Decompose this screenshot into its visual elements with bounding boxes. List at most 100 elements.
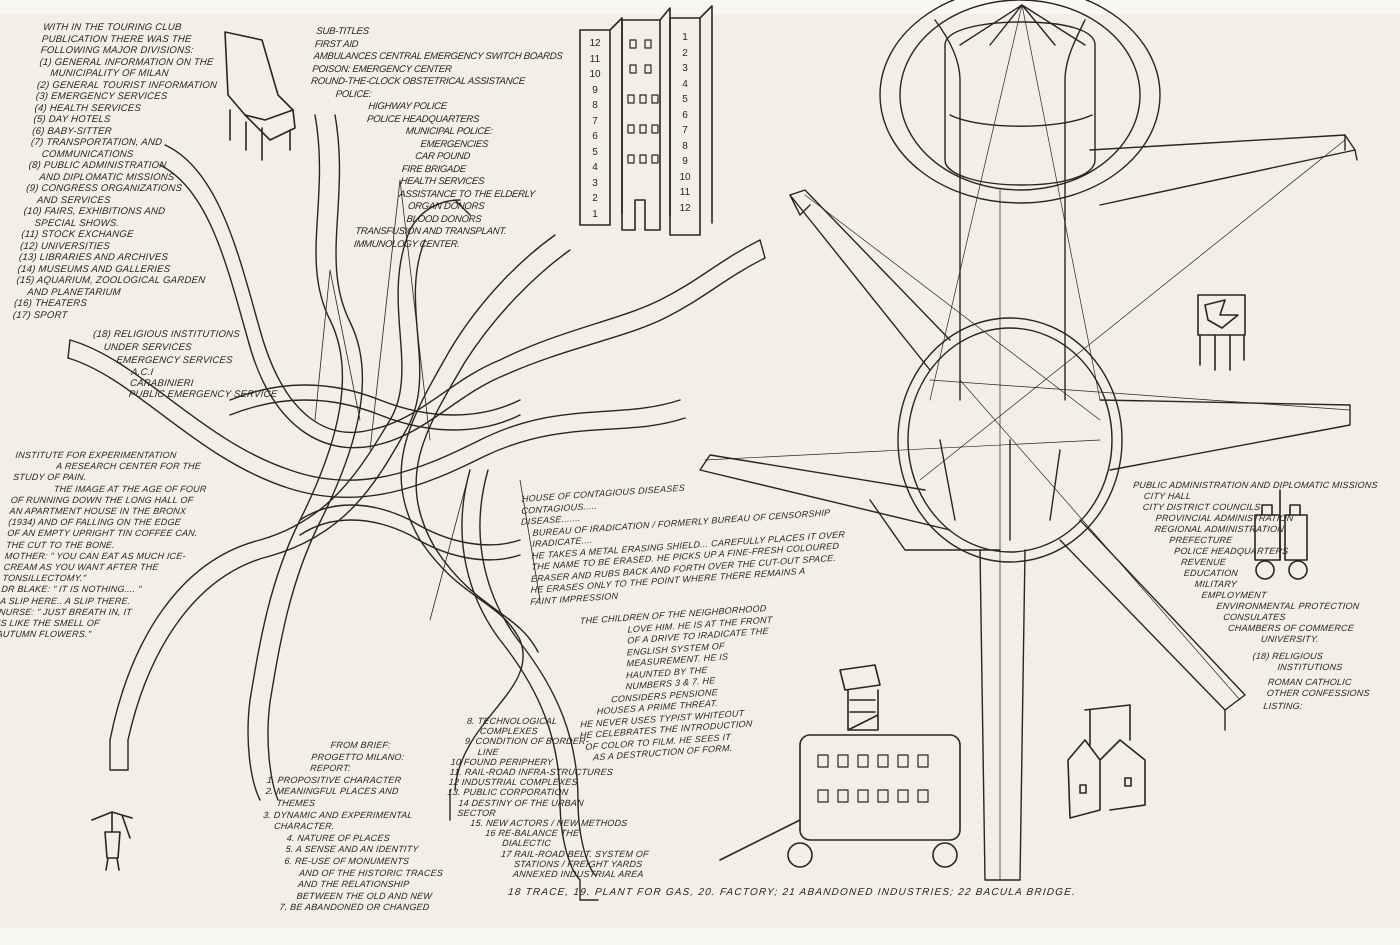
- list-item: (13) LIBRARIES AND ARCHIVES: [18, 252, 169, 263]
- note-line: FIRE BRIGADE: [401, 163, 467, 175]
- board-sketch: [1197, 294, 1246, 371]
- note-line: POLICE:: [335, 88, 373, 100]
- floor-number: 12: [589, 38, 601, 49]
- contagious-notes: HOUSE OF CONTAGIOUS DISEASES CONTAGIOUS.…: [518, 471, 847, 608]
- note-line: ASSISTANCE TO THE ELDERLY: [398, 188, 536, 200]
- note-line: TRANSFUSION AND TRANSPLANT.: [354, 226, 507, 237]
- note-line: ROMAN CATHOLIC: [1267, 677, 1353, 687]
- carriage-building: [719, 664, 961, 868]
- list-item: 3. DYNAMIC AND EXPERIMENTAL: [262, 809, 414, 820]
- list-item: ANNEXED INDUSTRIAL AREA: [512, 869, 645, 880]
- bottom-line-notes: 18 TRACE, 19. PLANT FOR GAS, 20. FACTORY…: [507, 887, 1077, 898]
- numbered-buildings: [579, 5, 713, 236]
- note-line: OF AN EMPTY UPRIGHT TIN COFFEE CAN.: [6, 528, 199, 539]
- list-item: (14) MUSEUMS AND GALLERIES: [17, 263, 171, 275]
- floor-number: 6: [682, 109, 688, 121]
- wavy-bands: [67, 114, 766, 901]
- note-line: IMMUNOLOGY CENTER.: [353, 238, 461, 250]
- list-item: AND DIPLOMATIC MISSIONS: [38, 171, 176, 183]
- floor-number: 2: [682, 47, 688, 59]
- note-line: UNDER SERVICES: [103, 342, 193, 353]
- list-item: SPECIAL SHOWS.: [34, 217, 120, 229]
- note-line: A RESEARCH CENTER FOR THE: [55, 461, 202, 472]
- note-line: A SLIP HERE.. A SLIP THERE.: [0, 595, 131, 606]
- list-item: AND OF THE HISTORIC TRACES: [298, 867, 444, 878]
- note-line: PROGETTO MILANO:: [310, 751, 405, 762]
- note-line: POISON: EMERGENCY CENTER: [311, 63, 453, 75]
- note-line: REGIONAL ADMINISTRATION: [1153, 524, 1285, 534]
- chair-sketch: [224, 31, 296, 161]
- list-item: BETWEEN THE OLD AND NEW: [296, 890, 433, 901]
- note-line: REPORT:: [309, 763, 352, 774]
- list-item: (7) TRANSPORTATION, AND: [30, 137, 163, 148]
- list-item: SECTOR: [456, 807, 497, 818]
- list-item: 17 RAIL-ROAD BELT. SYSTEM OF: [500, 848, 650, 859]
- note-line: THE CUT TO THE BONE.: [5, 539, 116, 550]
- note-line: CITY HALL: [1143, 491, 1192, 501]
- note-line: PUBLIC ADMINISTRATION AND DIPLOMATIC MIS…: [1132, 480, 1379, 490]
- note-line: EDUCATION: [1183, 568, 1239, 578]
- note-line: TONSILLECTOMY.": [2, 573, 87, 584]
- list-item: 16 RE-BALANCE THE: [484, 828, 580, 839]
- list-item: (16) THEATERS: [13, 298, 88, 309]
- note-line: ENVIRONMENTAL PROTECTION: [1215, 601, 1360, 611]
- note-line: AMBULANCES CENTRAL EMERGENCY SWITCH BOAR…: [313, 51, 563, 62]
- note-line: OF RUNNING DOWN THE LONG HALL OF: [10, 494, 194, 505]
- note-line: WITH IN THE TOURING CLUB: [42, 22, 183, 33]
- list-item: 7. BE ABANDONED OR CHANGED: [279, 902, 430, 913]
- list-item: (11) STOCK EXCHANGE: [20, 229, 135, 240]
- building-right-numbers: 1 2 3 4 5 6 7 8 9 10 11 12: [679, 30, 691, 216]
- list-item: (3) EMERGENCY SERVICES: [35, 91, 168, 102]
- houses-sketch: [1067, 704, 1146, 819]
- note-line: HEALTH SERVICES: [399, 176, 485, 187]
- note-line: HIGHWAY POLICE: [367, 101, 448, 112]
- religious-institutions-notes: (18) RELIGIOUS INSTITUTIONS ROMAN CATHOL…: [1247, 651, 1374, 712]
- note-line: REVENUE: [1180, 557, 1227, 567]
- note-line: EMERGENCY SERVICES: [115, 355, 234, 366]
- floor-number: 7: [592, 115, 598, 127]
- note-line: INSTITUTE FOR EXPERIMENTATION: [14, 450, 177, 460]
- religious-under-services: (18) RELIGIOUS INSTITUTIONS UNDER SERVIC…: [86, 328, 284, 400]
- note-line: ORGAN DONORS: [407, 201, 485, 212]
- list-item: (15) AQUARIUM, ZOOLOGICAL GARDEN: [15, 275, 206, 286]
- brief-notes: FROM BRIEF: PROGETTO MILANO: REPORT: 1. …: [253, 740, 457, 914]
- note-line: THE IMAGE AT THE AGE OF FOUR: [53, 483, 208, 494]
- note-line: EMPLOYMENT: [1201, 590, 1268, 600]
- floor-number: 1: [592, 208, 598, 220]
- floor-number: 3: [682, 63, 688, 74]
- note-line: CITY DISTRICT COUNCILS: [1142, 502, 1262, 512]
- subtitles-notes: SUB-TITLES FIRST AID AMBULANCES CENTRAL …: [293, 26, 565, 251]
- brief-continued-notes: 8. TECHNOLOGICAL COMPLEXES 9. CONDITION …: [438, 716, 663, 879]
- floor-number: 10: [589, 69, 601, 80]
- floor-number: 8: [682, 140, 688, 152]
- trolley-sketch: [1254, 489, 1308, 580]
- floor-number: 4: [682, 78, 688, 90]
- note-line: FROM BRIEF:: [330, 740, 392, 750]
- note-line: OTHER CONFESSIONS: [1266, 688, 1371, 698]
- floor-number: 11: [589, 53, 601, 65]
- list-item: (8) PUBLIC ADMINISTRATION: [28, 160, 167, 171]
- list-item: 11. RAIL-ROAD INFRA-STRUCTURES: [449, 767, 614, 778]
- list-item: COMPLEXES: [479, 726, 539, 737]
- note-line: CARABINIERI: [129, 378, 195, 389]
- note-line: PUBLIC EMERGENCY SERVICE: [128, 389, 278, 400]
- list-item: THEMES: [275, 797, 316, 808]
- building-left-numbers: 12 11 10 9 8 7 6 5 4 3 2 1: [589, 36, 601, 222]
- list-item: (12) UNIVERSITIES: [19, 240, 111, 252]
- note-line: A.C.I: [130, 367, 155, 378]
- list-item: MUNICIPALITY OF MILAN: [49, 68, 170, 79]
- note-line: PROVINCIAL ADMINISTRATION: [1155, 513, 1295, 523]
- note-line: BLOOD DONORS: [405, 213, 482, 225]
- list-item: 10 FOUND PERIPHERY: [450, 756, 554, 767]
- list-item: 12 INDUSTRIAL COMPLEXES: [448, 777, 579, 788]
- list-item: 6. RE-USE OF MONUMENTS: [283, 855, 410, 866]
- floor-number: 9: [592, 84, 598, 96]
- note-line: UNIVERSITY.: [1260, 634, 1320, 644]
- institute-notes: INSTITUTE FOR EXPERIMENTATION A RESEARCH…: [0, 450, 211, 640]
- list-item: 1. PROPOSITIVE CHARACTER: [266, 774, 402, 785]
- figure-sketch: [91, 811, 133, 871]
- note-line: PREFECTURE: [1168, 535, 1233, 545]
- floor-number: 5: [682, 94, 688, 105]
- list-item: (1) GENERAL INFORMATION ON THE: [38, 56, 215, 68]
